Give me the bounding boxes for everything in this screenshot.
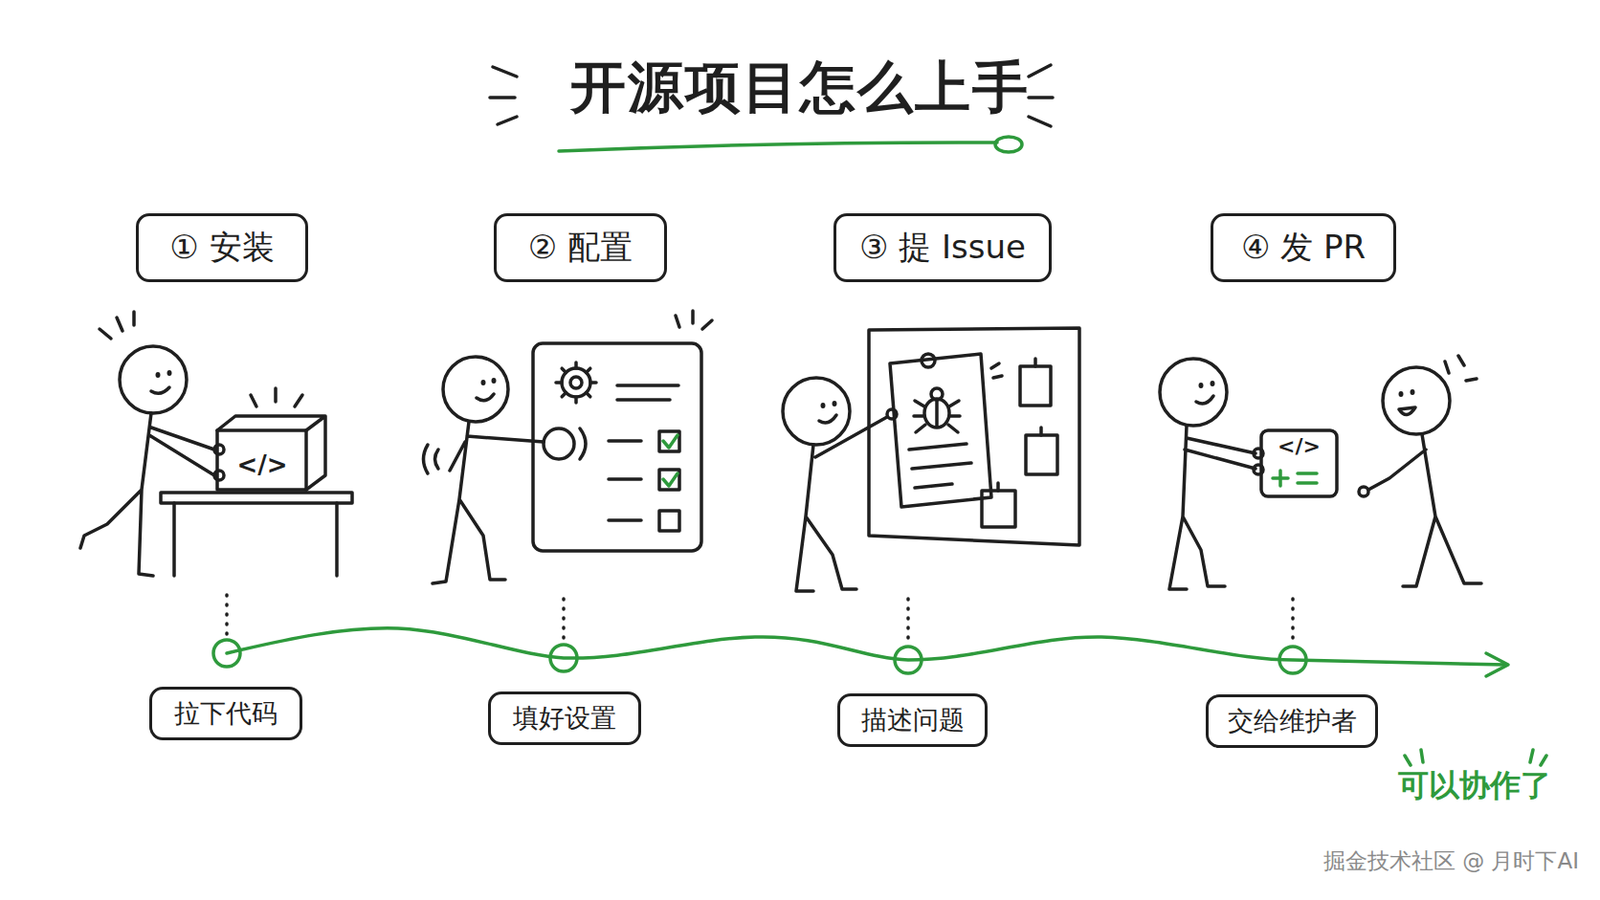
gear-teeth: [555, 362, 597, 403]
timeline-dot: [550, 644, 578, 672]
knob-turn-mark: [579, 428, 586, 460]
settings-lines: [617, 385, 679, 400]
spark-marks: [250, 388, 303, 407]
gear-icon-center: [570, 377, 582, 389]
stick-figure-eyes: [481, 377, 497, 386]
diff-symbols: [1272, 470, 1317, 487]
motion-marks: [423, 444, 440, 474]
stick-figure-hand: [887, 409, 897, 420]
code-box-front: [217, 430, 307, 490]
box-label: 交给维护者: [1227, 704, 1357, 739]
box-label: 拉下代码: [174, 696, 278, 732]
stick-figure-smile: [819, 415, 837, 423]
issue-board: [868, 328, 1080, 546]
checklist-lines: [608, 441, 642, 521]
spark-marks: [991, 363, 1002, 378]
step-box: ② 配置: [493, 213, 667, 283]
result-box: 填好设置: [488, 691, 642, 746]
stick-figure-body: [1368, 434, 1482, 587]
stick-figure-eyes: [1399, 389, 1416, 398]
timeline-arrowhead: [1486, 653, 1509, 677]
pin: [921, 354, 935, 368]
result-note: 可以协作了: [1393, 769, 1556, 803]
stick-figure-smile: [1399, 407, 1416, 416]
stick-figure-body: [432, 422, 544, 584]
settings-panel: [533, 343, 702, 552]
title-underline: [558, 142, 998, 152]
timeline-dot: [894, 646, 922, 674]
table-legs: [174, 503, 337, 577]
sticky-note: [1020, 366, 1051, 406]
sticky-note: [981, 490, 1016, 528]
stick-figure-head: [782, 377, 850, 445]
stick-figure-body: [796, 417, 888, 592]
code-box-depth: [217, 416, 326, 490]
title-accent-marks: [1028, 65, 1053, 127]
settings-knob: [543, 428, 575, 460]
code-symbol: </>: [1261, 435, 1337, 459]
pr-card: [1261, 430, 1337, 497]
stick-figure-head: [1159, 358, 1227, 426]
box-label: ① 安装: [169, 225, 274, 270]
result-box: 拉下代码: [149, 687, 303, 741]
check-marks: [663, 435, 678, 487]
celebration-marks: [1404, 750, 1547, 766]
stick-figure-hand: [1253, 448, 1264, 459]
stick-figure-head: [443, 356, 509, 423]
stick-figure-head: [1382, 367, 1450, 435]
paper-lines: [909, 444, 972, 489]
timeline-dot: [213, 640, 241, 667]
timeline-dot: [1279, 646, 1307, 674]
stick-figure-body: [1169, 425, 1256, 590]
bug-report-paper: [889, 354, 992, 508]
stick-figure-hand: [1253, 465, 1264, 475]
sticky-note-pins: [998, 358, 1042, 491]
spark-marks: [675, 311, 712, 330]
timeline: [226, 628, 1507, 666]
title-accent-marks: [489, 66, 517, 125]
box-label: 描述问题: [861, 703, 965, 738]
watermark: 掘金技术社区 @ 月时下AI: [1244, 849, 1579, 874]
table-top: [160, 492, 353, 504]
title-underline-loop: [995, 136, 1023, 153]
spark-marks: [1444, 355, 1477, 381]
stick-figure-smile: [476, 394, 494, 401]
code-symbol: </>: [223, 451, 301, 480]
stick-figure-head: [119, 346, 187, 414]
diagram-title: 开源项目怎么上手: [0, 57, 1600, 119]
stick-figure-eyes: [821, 400, 838, 409]
result-box: 描述问题: [837, 693, 988, 748]
action-marks: [99, 311, 134, 339]
stick-figure-eyes: [155, 370, 173, 378]
stick-figure-hand: [1358, 487, 1369, 497]
box-label: ② 配置: [528, 225, 633, 270]
result-box: 交给维护者: [1205, 694, 1378, 749]
bug-icon-legs: [913, 400, 960, 433]
step-box: ③ 提 Issue: [833, 213, 1052, 283]
bug-icon-head: [931, 388, 943, 400]
sticky-note: [1025, 435, 1058, 475]
stick-figure-smile: [1196, 396, 1214, 404]
box-label: ③ 提 Issue: [859, 225, 1026, 270]
step-box: ④ 发 PR: [1210, 213, 1397, 283]
stick-figure-smile: [151, 387, 170, 394]
box-label: ④ 发 PR: [1241, 225, 1366, 270]
checkbox: [659, 511, 680, 532]
stick-figure-body: [80, 413, 215, 577]
stick-figure-eyes: [1199, 380, 1216, 389]
box-label: 填好设置: [512, 701, 617, 736]
step-box: ① 安装: [135, 213, 309, 283]
